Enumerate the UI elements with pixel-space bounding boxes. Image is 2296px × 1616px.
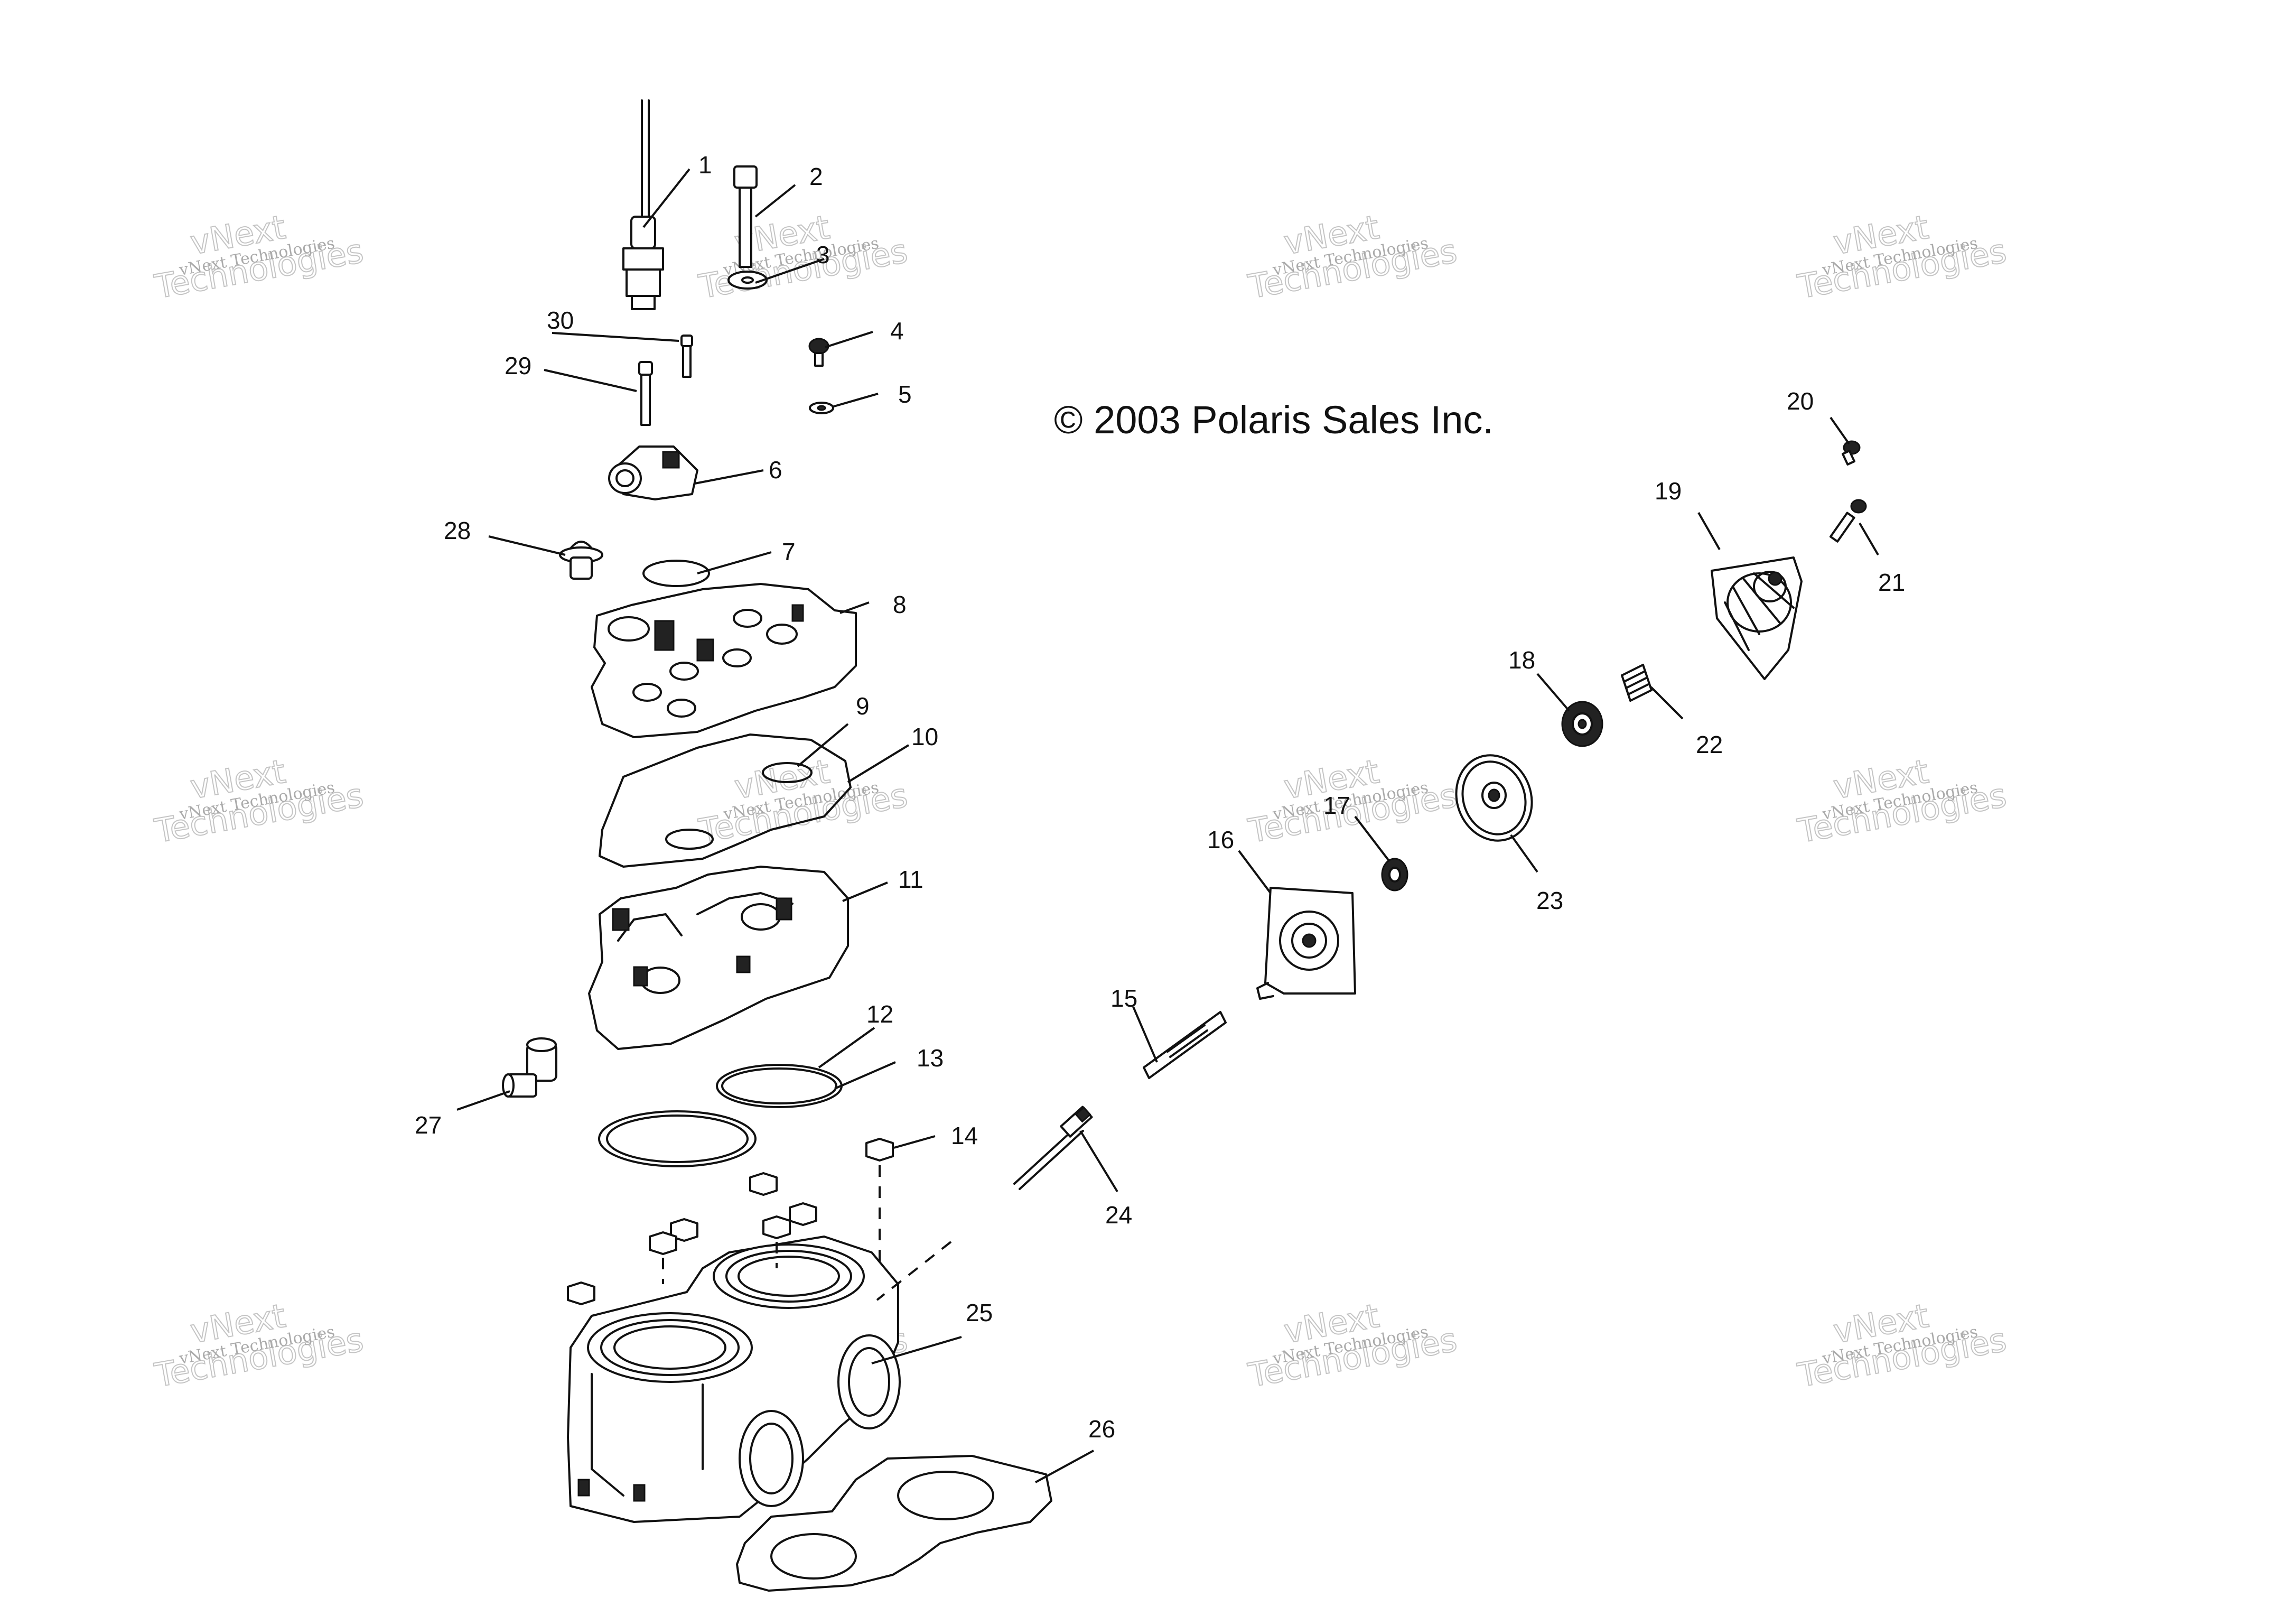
callout-5: 5 (898, 380, 912, 408)
callout-17: 17 (1323, 792, 1350, 819)
callout-9: 9 (856, 692, 870, 720)
watermark-1: vNext Technologies vNext Technologies (151, 207, 367, 307)
callout-8: 8 (893, 591, 907, 618)
callout-26: 26 (1088, 1415, 1115, 1443)
part-26-base-gasket-hole-a (770, 1533, 857, 1580)
callout-16: 16 (1207, 826, 1234, 853)
watermark-4: vNext Technologies vNext Technologies (1794, 207, 2010, 307)
part-21-bolt (1829, 499, 1867, 543)
part-10-head-gasket (599, 733, 852, 868)
part-2-bolt (733, 165, 758, 268)
watermark-5: vNext Technologies vNext Technologies (151, 751, 367, 851)
callout-24: 24 (1105, 1201, 1132, 1229)
part-29-bolt (638, 361, 653, 426)
part-24-drain-fitting (1013, 1106, 1093, 1190)
callout-11: 11 (898, 866, 923, 893)
part-20-screw (1842, 440, 1861, 466)
callout-7: 7 (782, 538, 796, 565)
callout-14: 14 (951, 1122, 978, 1149)
part-4-screw (808, 338, 829, 367)
callout-3: 3 (816, 241, 830, 268)
leader-lines (456, 168, 1879, 1483)
watermark-9: vNext Technologies vNext Technologies (151, 1296, 367, 1395)
part-5-washer (809, 402, 834, 414)
part-25-cylinder-block (567, 1236, 901, 1523)
callout-20: 20 (1787, 387, 1814, 415)
part-13-gasket (721, 1067, 837, 1104)
part-27-elbow-fitting (502, 1037, 557, 1098)
callout-12: 12 (866, 1000, 893, 1028)
copyright-notice: © 2003 Polaris Sales Inc. (1054, 398, 1494, 442)
watermark-2: vNext Technologies vNext Technologies (695, 207, 911, 307)
callout-15: 15 (1110, 985, 1137, 1012)
part-6-thermostat-housing (608, 445, 698, 500)
callout-29: 29 (505, 352, 531, 379)
part-11-cylinder-head (588, 866, 849, 1050)
part-13-gasket-lower (598, 1110, 757, 1167)
watermarks: vNext Technologies vNext Technologies vN… (151, 207, 2010, 1395)
part-8-head-cover (591, 583, 857, 738)
callout-21: 21 (1878, 569, 1905, 596)
callout-2: 2 (809, 163, 823, 190)
callout-30: 30 (547, 307, 574, 334)
callout-10: 10 (911, 723, 938, 750)
watermark-3: vNext Technologies vNext Technologies (1245, 207, 1460, 307)
part-22-spring (1621, 664, 1653, 702)
part-26-base-gasket (736, 1455, 1052, 1592)
part-17-seal (1381, 858, 1408, 891)
callout-13: 13 (917, 1044, 944, 1072)
part-15-gasket-plate (1143, 1011, 1227, 1079)
part-9-o-ring-b (665, 829, 714, 850)
callout-18: 18 (1508, 646, 1535, 674)
callout-25: 25 (966, 1299, 993, 1326)
part-13-gasket-lower-inner (606, 1115, 749, 1163)
callout-1: 1 (698, 151, 712, 179)
watermark-12: vNext Technologies vNext Technologies (1794, 1296, 2010, 1395)
alignment-line-b (876, 1241, 952, 1301)
watermark-8: vNext Technologies vNext Technologies (1794, 751, 2010, 851)
callout-19: 19 (1655, 477, 1682, 505)
watermark-6: vNext Technologies vNext Technologies (695, 751, 911, 851)
part-30-bolt (680, 335, 693, 378)
part-3-washer (727, 271, 768, 290)
part-18-impeller (1561, 701, 1603, 747)
part-1-temperature-sensor (622, 99, 664, 310)
part-7-o-ring (642, 560, 710, 587)
callout-4: 4 (890, 317, 904, 345)
part-23-impeller-disk (1455, 754, 1533, 842)
part-14-nuts (567, 1138, 894, 1305)
callout-6: 6 (769, 456, 782, 484)
part-16-pump-housing (1256, 887, 1356, 1000)
callout-numbers: 1 2 3 4 5 6 7 8 9 10 11 12 13 14 15 16 1… (415, 151, 1905, 1443)
callout-23: 23 (1536, 887, 1563, 914)
callout-27: 27 (415, 1111, 442, 1139)
part-26-base-gasket-hole-b (897, 1471, 994, 1520)
callout-22: 22 (1696, 731, 1723, 758)
callout-28: 28 (444, 517, 471, 544)
part-12-gasket (716, 1064, 843, 1108)
part-9-o-ring-a (762, 762, 813, 783)
part-28-thermostat (559, 541, 603, 580)
watermark-11: vNext Technologies vNext Technologies (1245, 1296, 1460, 1395)
part-19-pump-cover (1711, 556, 1803, 680)
